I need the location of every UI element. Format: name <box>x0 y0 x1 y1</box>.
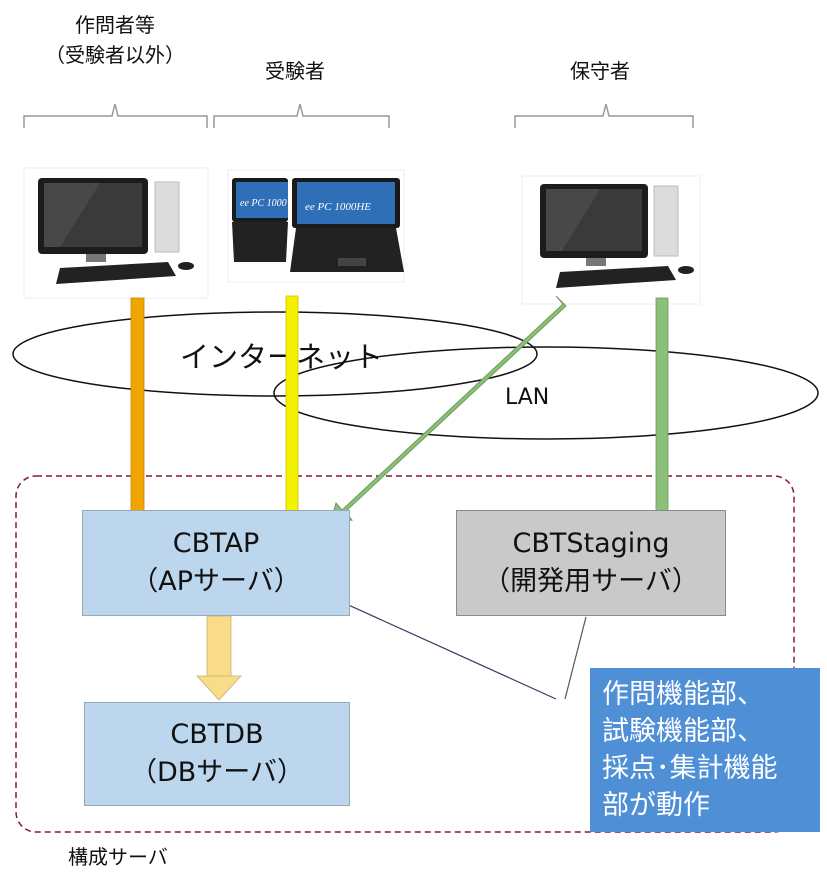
author-arrow <box>123 297 152 537</box>
author-computer-icon <box>23 167 209 299</box>
staging-server-box[interactable]: CBTStaging （開発用サーバ） <box>456 510 726 616</box>
staging-server-name: CBTStaging <box>512 528 670 559</box>
db-server-role: （DBサーバ） <box>129 757 305 788</box>
maintainer-to-ap-arrow <box>329 295 567 525</box>
maintainer-label: 保守者 <box>570 59 630 83</box>
server-group-label: 構成サーバ <box>68 845 168 869</box>
callout-line3: 採点･集計機能 <box>602 753 778 784</box>
callout-connector <box>321 592 557 700</box>
laptop-screen-text-1: ee PC 1000 <box>240 198 287 209</box>
examinee-brace <box>213 103 390 128</box>
callout-connector-2 <box>564 616 587 700</box>
author-label-line1: 作問者等 <box>75 13 155 37</box>
ap-server-name: CBTAP <box>172 528 260 559</box>
db-server-name: CBTDB <box>170 719 264 750</box>
maintainer-computer-icon <box>521 175 701 305</box>
callout-line2: 試験機能部、 <box>602 716 764 747</box>
examinee-laptop-icon: ee PC 1000 ee PC 1000HE <box>227 169 405 283</box>
ap-server-box[interactable]: CBTAP （APサーバ） <box>82 510 350 616</box>
maintainer-brace <box>514 103 694 128</box>
callout-line4: 部が動作 <box>602 790 710 821</box>
examinee-arrow <box>278 295 306 537</box>
internet-label: インターネット <box>180 340 383 374</box>
laptop-screen-text-2: ee PC 1000HE <box>305 201 371 213</box>
callout-line1: 作問機能部、 <box>602 679 764 710</box>
examinee-label: 受験者 <box>265 59 325 83</box>
ap-server-role: （APサーバ） <box>131 566 301 597</box>
db-server-box[interactable]: CBTDB （DBサーバ） <box>84 702 350 806</box>
server-group-border <box>15 475 795 833</box>
lan-label: LAN <box>505 385 549 410</box>
function-callout: 作問機能部、 試験機能部、 採点･集計機能 部が動作 <box>590 668 820 832</box>
ap-to-db-arrow <box>196 615 242 701</box>
author-brace <box>23 103 208 128</box>
lan-ellipse <box>273 346 819 440</box>
author-label: 作問者等 （受験者以外） <box>20 10 210 70</box>
author-label-line2: （受験者以外） <box>45 43 185 67</box>
staging-server-role: （開発用サーバ） <box>483 566 699 597</box>
maintainer-to-staging-arrow <box>648 297 676 537</box>
